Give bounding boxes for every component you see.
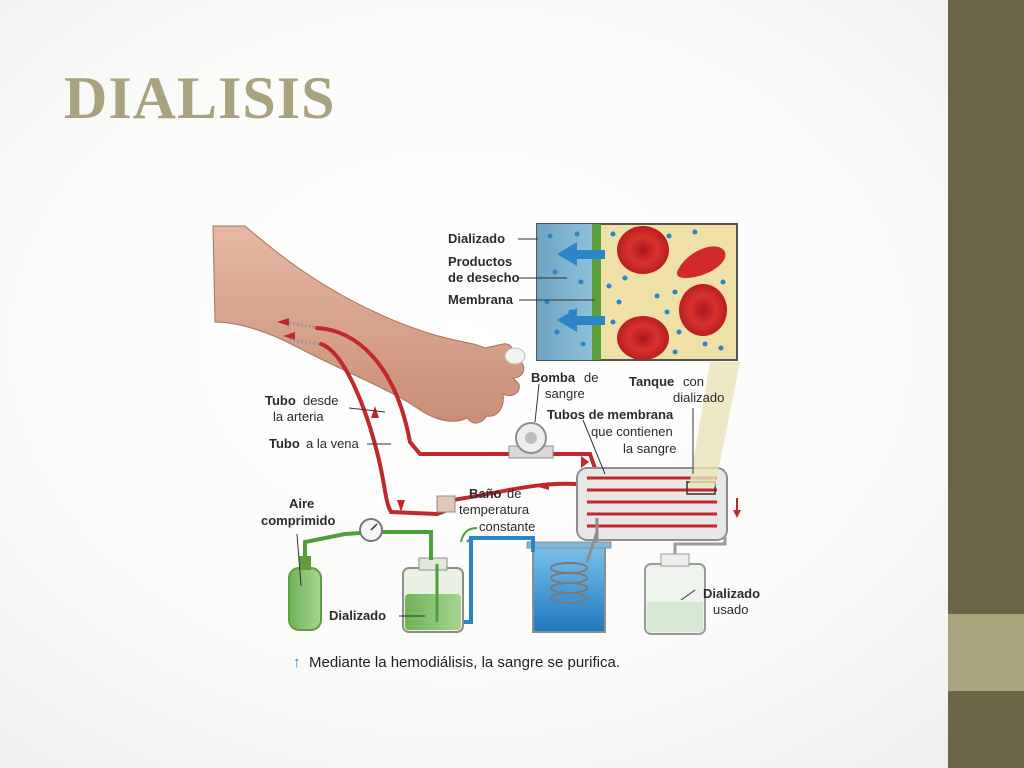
label-aire: Aire [289,496,314,511]
label-dializado-bottle: Dializado [329,608,386,623]
label-dializado-inset: Dializado [448,231,505,246]
label-tanque-dializado: dializado [673,390,724,405]
arm-illustration [212,225,526,424]
label-constante: constante [479,519,535,534]
label-la-arteria: la arteria [273,409,324,424]
used-dialysate-bottle [644,536,727,635]
label-dializado-usado: Dializado [703,586,760,601]
membrane-inset [536,223,740,487]
dialysate-bottle [402,557,464,633]
label-bomba-de: de [584,370,598,385]
label-tubo-desde: Tubo [265,393,296,408]
label-usado: usado [713,602,748,617]
label-tanque-con: con [683,374,704,389]
dialysate-flow-tube [463,536,535,624]
label-bano: Baño [469,486,502,501]
green-flow-arrow [460,527,478,543]
label-tubos-membrana: Tubos de membrana [547,407,674,422]
caption-text: Mediante la hemodiálisis, la sangre se p… [309,654,620,671]
label-bomba: Bomba [531,370,576,385]
slide-title: DIALISIS [64,65,336,131]
label-a-la-vena: a la vena [306,436,360,451]
blood-pump [508,422,554,459]
label-de-desecho: de desecho [448,270,520,285]
label-comprimido: comprimido [261,513,335,528]
dialysis-diagram: Dializado Productos de desecho Membrana … [212,223,760,671]
compressed-air-tank [288,518,433,631]
temperature-bath [526,518,612,633]
label-temperatura: temperatura [459,502,530,517]
label-bano-de: de [507,486,521,501]
pointer-lines [296,238,696,617]
label-productos: Productos [448,254,512,269]
side-bar-accent [948,614,1024,691]
flow-arrows [277,318,589,512]
caption-arrow: ↑ [293,654,301,671]
label-tubo-vena: Tubo [269,436,300,451]
label-tanque: Tanque [629,374,674,389]
label-tubo-desde-desde: desde [303,393,338,408]
label-que-contienen: que contienen [591,424,673,439]
heater-element [436,495,456,513]
label-membrana: Membrana [448,292,514,307]
label-bomba-sangre: sangre [545,386,585,401]
label-la-sangre: la sangre [623,441,676,456]
